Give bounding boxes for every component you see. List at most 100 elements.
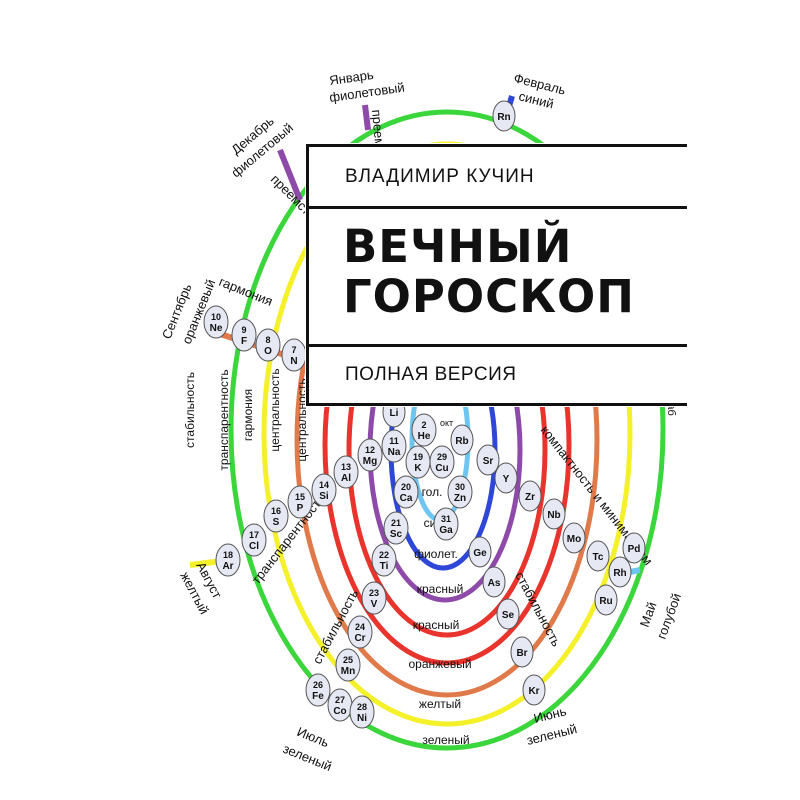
element-kr: Kr [522,674,546,706]
element-s: 16S [263,499,289,533]
svg-text:транспарентность: транспарентность [217,369,231,470]
element-symbol: Cu [435,463,448,474]
element-tc: Tc [586,540,610,572]
element-symbol: Y [503,474,510,485]
title-line-2: ГОРОСКОП [343,270,635,323]
element-symbol: Ca [400,493,413,504]
element-number: 2 [421,420,426,430]
rule-author [309,206,687,209]
element-number: 11 [389,436,399,446]
element-pd: Pd [622,532,646,564]
element-y: Y [494,462,518,494]
element-symbol: Zr [525,492,535,503]
element-number: 24 [355,622,365,632]
element-se: Se [496,598,520,630]
element-symbol: Mn [341,666,355,677]
ring-green [228,109,666,751]
element-number: 17 [249,530,259,540]
element-number: 27 [335,695,345,705]
element-number: 10 [211,312,221,322]
element-symbol: Rb [455,436,468,447]
element-symbol: Rn [497,112,510,123]
element-symbol: Cl [249,541,259,552]
element-nb: Nb [542,498,566,530]
element-number: 30 [455,482,465,492]
element-symbol: Nb [547,510,560,521]
element-symbol: Ge [473,548,487,559]
element-number: 18 [223,550,233,560]
element-symbol: V [371,599,378,610]
element-symbol: Ti [380,561,389,572]
element-zr: Zr [518,480,542,512]
svg-text:стабильность: стабильность [183,372,197,448]
element-rh: Rh [608,556,632,588]
element-v: 23V [361,581,387,615]
element-symbol: Si [319,491,329,502]
element-number: 12 [365,445,375,455]
element-symbol: Li [390,408,399,419]
element-symbol: Cr [354,633,365,644]
element-symbol: P [297,503,304,514]
element-symbol: Kr [528,686,539,697]
element-symbol: Br [516,648,527,659]
element-number: 21 [391,518,401,528]
element-as: As [482,566,506,598]
element-symbol: O [264,346,272,357]
element-symbol: Tc [593,552,604,563]
element-number: 26 [313,680,323,690]
element-rb: Rb [450,424,474,456]
element-f: 9F [231,318,257,352]
element-symbol: Pd [628,544,641,555]
element-k: 19K [405,445,431,479]
month-may-color: голубой [654,591,684,641]
element-symbol: Fe [312,691,324,702]
svg-text:зеленый: зеленый [422,733,469,747]
element-symbol: S [273,517,280,528]
month-may: Май [637,600,660,629]
element-mo: Mo [562,522,586,554]
svg-text:гармония: гармония [217,274,275,309]
element-number: 29 [437,452,447,462]
element-number: 16 [271,506,281,516]
svg-text:гармония: гармония [241,389,255,441]
author-name: ВЛАДИМИР КУЧИН [345,166,535,187]
side-labels: стабильность транспарентность гармония ц… [183,368,309,470]
element-number: 31 [441,514,451,524]
month-january: Январь [328,67,374,88]
svg-text:центральность: центральность [295,378,309,461]
element-symbol: Se [502,610,515,621]
element-symbol: As [488,578,501,589]
element-n: 7N [281,338,307,372]
svg-text:оранжевый: оранжевый [408,657,471,671]
element-br: Br [510,636,534,668]
element-symbol: Na [388,447,401,458]
title-line-1: ВЕЧНЫЙ [343,220,573,273]
element-number: 14 [319,480,329,490]
element-symbol: Mo [567,534,581,545]
element-symbol: Ru [599,596,612,607]
element-rn: Rn [492,100,516,132]
element-number: 25 [343,655,353,665]
book-title: ВЕЧНЫЙ ГОРОСКОП [343,222,635,322]
element-p: 15P [287,485,313,519]
element-number: 23 [369,588,379,598]
element-number: 7 [291,345,296,355]
element-symbol: Mg [363,456,377,467]
rule-top [309,144,687,147]
element-symbol: K [414,463,422,474]
element-ru: Ru [594,584,618,616]
title-panel: ВЛАДИМИР КУЧИН ВЕЧНЫЙ ГОРОСКОП ПОЛНАЯ ВЕ… [306,144,687,406]
